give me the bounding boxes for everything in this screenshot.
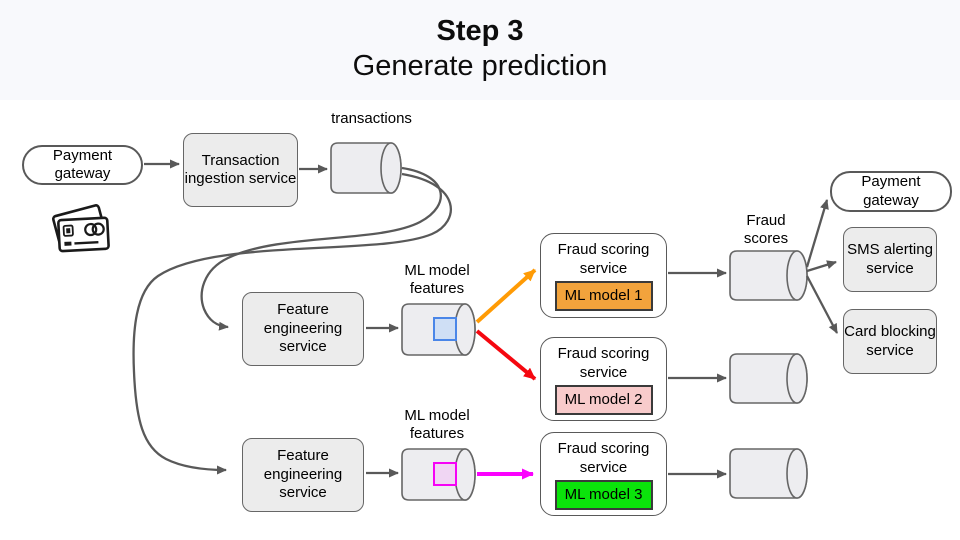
feature-set-square-blue [433,317,457,341]
fraud-scoring-node-2: Fraud scoring service ML model 2 [540,337,667,421]
feature-engineering-label-2: Feature engineering service [263,447,343,502]
transactions-topic-label: transactions [331,110,412,127]
arrow-scores-to-sms [806,260,837,273]
fraud-scoring-label-1: Fraud scoring service [557,241,650,277]
curve-topic-to-fe2 [132,172,452,475]
sms-alerting-node: SMS alerting service [843,227,937,292]
fraud-scoring-node-3: Fraud scoring service ML model 3 [540,432,667,516]
card-blocking-label: Card blocking service [844,323,936,359]
payment-gateway-target-label: Payment gateway [861,173,921,209]
feature-engineering-node-2: Feature engineering service [242,438,364,512]
payment-gateway-source-node: Payment gateway [22,145,143,185]
ml-model-1-chip: ML model 1 [554,281,653,311]
transaction-ingestion-label: Transaction ingestion service [184,151,297,188]
fraud-scores-label: Fraud scores [743,212,789,247]
fraud-scoring-node-1: Fraud scoring service ML model 1 [540,233,667,318]
fraud-scores-cylinder-3 [729,448,808,499]
fraud-scoring-label-2: Fraud scoring service [557,345,650,381]
card-blocking-node: Card blocking service [843,309,937,374]
sms-alerting-label: SMS alerting service [847,241,933,277]
fraud-scores-cylinder-2 [729,353,808,404]
fraud-scoring-label-3: Fraud scoring service [557,440,650,476]
fraud-scores-cylinder-1 [729,250,808,301]
curve-topic-to-fe1 [200,166,442,331]
page-subtitle: Generate prediction [352,50,608,82]
feature-engineering-node-1: Feature engineering service [242,292,364,366]
transactions-cylinder [330,142,402,194]
transaction-ingestion-node: Transaction ingestion service [183,133,298,207]
arrow-features1-to-model1 [475,268,537,324]
ml-model-2-chip: ML model 2 [554,385,653,415]
page-title: Step 3 [436,15,524,47]
arrow-features1-to-model2 [475,329,537,381]
credit-cards-icon [51,204,110,253]
ml-features-label-2: ML model features [404,407,470,442]
payment-gateway-target-node: Payment gateway [830,171,952,212]
arrow-scores-to-cardblock [805,275,839,334]
ml-features-label-1: ML model features [404,262,470,297]
feature-set-square-magenta [433,462,457,486]
payment-gateway-source-label: Payment gateway [52,146,113,183]
slide-header: Step 3 Generate prediction [0,0,960,100]
ml-model-3-chip: ML model 3 [554,480,653,510]
arrow-scores-to-pg [805,199,829,268]
feature-engineering-label-1: Feature engineering service [263,301,343,356]
